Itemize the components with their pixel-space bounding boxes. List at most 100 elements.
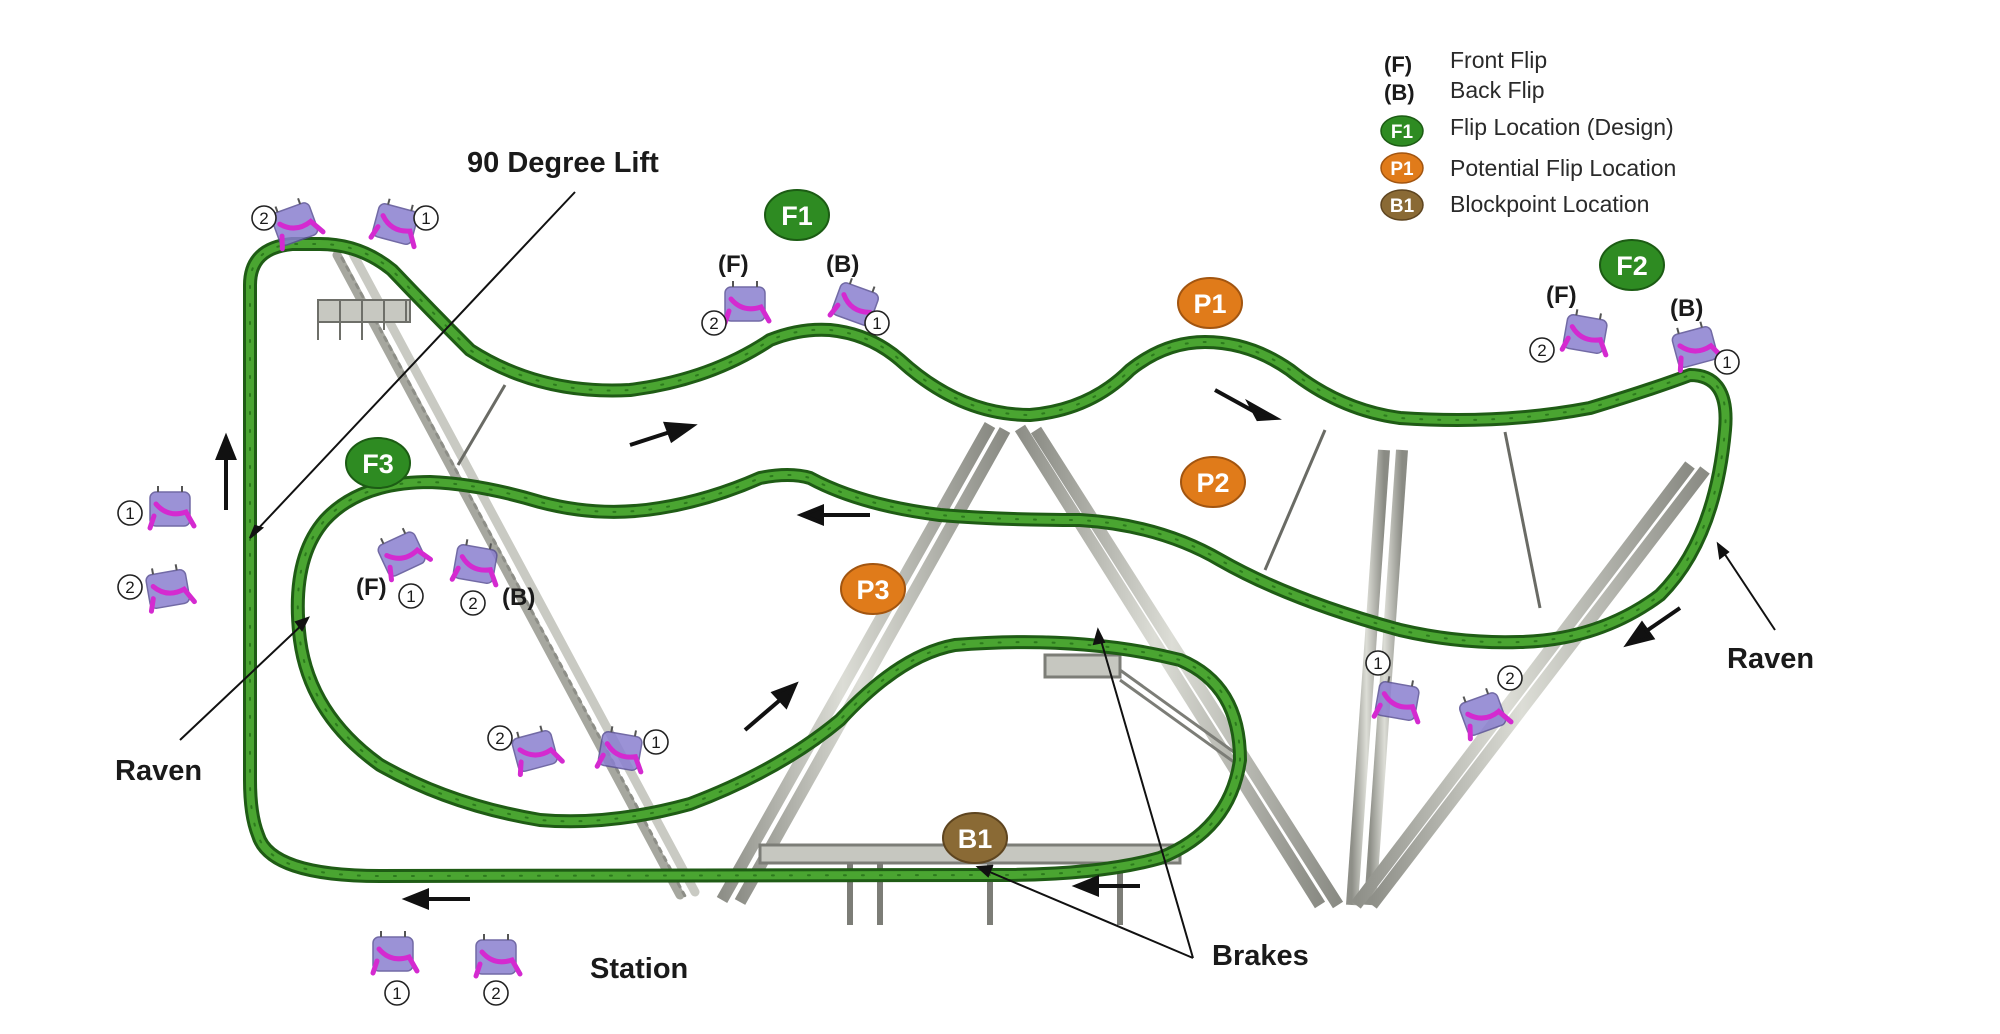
ride-car-icon xyxy=(270,198,326,252)
coaster-track xyxy=(243,237,1733,883)
car-number-text: 2 xyxy=(1505,669,1514,688)
support-cables xyxy=(456,384,1542,609)
car-number-text: 1 xyxy=(872,314,881,333)
car-number-text: 2 xyxy=(709,314,718,333)
car-number-text: 2 xyxy=(1537,341,1546,360)
raven-right-label: Raven xyxy=(1727,643,1814,675)
marker-f2: F2 xyxy=(1599,239,1665,291)
svg-text:F1: F1 xyxy=(781,201,813,231)
car-number-badge: 2 xyxy=(483,980,509,1006)
svg-text:F3: F3 xyxy=(362,449,394,479)
car-number-markers: 2 1 2 1 2 1 1 2 1 2 2 1 1 2 1 2 xyxy=(117,205,1740,1006)
car-number-text: 1 xyxy=(1373,654,1382,673)
flip-tag-f3-front: (F) xyxy=(356,574,387,601)
lift-hill-supports xyxy=(332,247,700,900)
raven-left-label: Raven xyxy=(115,755,202,787)
car-number-text: 1 xyxy=(651,733,660,752)
arrow-downright-icon xyxy=(1214,388,1282,422)
car-number-text: 2 xyxy=(259,209,268,228)
ride-car-icon xyxy=(1671,321,1725,374)
marker-f3: F3 xyxy=(345,437,411,489)
ride-car-icon xyxy=(722,281,772,326)
car-number-badge: 2 xyxy=(1497,665,1523,691)
arrow-left-station-icon xyxy=(401,888,470,910)
flip-tag-f2-front: (F) xyxy=(1546,282,1577,309)
ride-car-icon xyxy=(473,934,523,979)
ride-car-icon xyxy=(370,931,420,976)
car-number-text: 1 xyxy=(125,504,134,523)
legend-key-back: (B) xyxy=(1384,80,1415,105)
legend-key-front: (F) xyxy=(1384,52,1412,77)
marker-b1: B1 xyxy=(942,812,1008,864)
ride-car-icon xyxy=(1371,676,1421,725)
car-number-text: 2 xyxy=(468,594,477,613)
brakes-callout-2 xyxy=(984,869,1194,959)
marker-p1: P1 xyxy=(1177,277,1243,329)
ride-car-icon xyxy=(594,726,644,775)
flip-tag-f1-back: (B) xyxy=(826,251,859,278)
car-number-text: 1 xyxy=(392,984,401,1003)
ride-car-icon xyxy=(368,198,419,250)
car-number-text: 2 xyxy=(495,729,504,748)
flip-tag-f1-front: (F) xyxy=(718,251,749,278)
flip-tag-f3-back: (B) xyxy=(502,584,535,611)
car-number-badge: 1 xyxy=(643,729,669,755)
svg-text:P1: P1 xyxy=(1193,289,1226,319)
car-number-badge: 2 xyxy=(251,205,277,231)
arrow-right-icon xyxy=(629,421,698,447)
lift-platform xyxy=(317,299,411,340)
marker-p2: P2 xyxy=(1180,456,1246,508)
legend-text-front: Front Flip xyxy=(1450,47,1547,73)
flip-tag-f2-back: (B) xyxy=(1670,295,1703,322)
car-number-text: 2 xyxy=(125,578,134,597)
svg-text:P2: P2 xyxy=(1196,468,1229,498)
svg-text:P3: P3 xyxy=(856,575,889,605)
ride-car-icon xyxy=(145,564,197,614)
marker-f1: F1 xyxy=(764,189,830,241)
svg-text:B1: B1 xyxy=(958,824,993,854)
car-number-text: 2 xyxy=(491,984,500,1003)
car-number-badge: 1 xyxy=(1365,650,1391,676)
raven-left-callout xyxy=(179,621,306,741)
arrow-up-icon xyxy=(215,432,237,510)
ride-car-icon xyxy=(147,486,197,531)
ride-cars xyxy=(145,198,1725,979)
car-number-badge: 1 xyxy=(1714,349,1740,375)
legend-key-b1: B1 xyxy=(1390,196,1415,217)
car-number-text: 1 xyxy=(406,587,415,606)
station-label: Station xyxy=(590,953,688,985)
callout-lines xyxy=(179,191,1776,959)
legend-text-back: Back Flip xyxy=(1450,77,1545,103)
legend-text-potential: Potential Flip Location xyxy=(1450,155,1676,181)
arrow-left-brakes-icon xyxy=(1071,875,1140,897)
car-number-text: 1 xyxy=(421,209,430,228)
marker-p3: P3 xyxy=(840,563,906,615)
car-number-badge: 1 xyxy=(413,205,439,231)
brakes-label: Brakes xyxy=(1212,940,1309,972)
car-number-badge: 2 xyxy=(1529,337,1555,363)
arrow-downleft-icon xyxy=(1623,606,1682,648)
location-markers: F1 F2 F3 P1 P2 P3 B1 xyxy=(345,189,1665,864)
car-number-badge: 2 xyxy=(701,310,727,336)
lift-callout xyxy=(254,191,576,533)
car-number-badge: 1 xyxy=(384,980,410,1006)
car-number-badge: 1 xyxy=(864,310,890,336)
car-number-badge: 2 xyxy=(117,574,143,600)
car-number-text: 1 xyxy=(1722,353,1731,372)
direction-arrows xyxy=(215,388,1682,910)
legend-key-p1: P1 xyxy=(1390,159,1414,180)
svg-text:F2: F2 xyxy=(1616,251,1648,281)
arrow-upright-icon xyxy=(743,681,799,732)
car-number-badge: 1 xyxy=(398,583,424,609)
legend-text-design: Flip Location (Design) xyxy=(1450,114,1674,140)
ride-car-icon xyxy=(1458,688,1514,742)
car-number-badge: 2 xyxy=(487,725,513,751)
ride-car-icon xyxy=(377,527,434,583)
ride-car-icon xyxy=(511,725,565,778)
car-number-badge: 2 xyxy=(460,590,486,616)
legend: (F) Front Flip (B) Back Flip F1 Flip Loc… xyxy=(1380,47,1676,221)
ride-car-icon xyxy=(1559,309,1609,358)
brakes-callout-1 xyxy=(1099,636,1194,959)
arrow-left-icon xyxy=(796,504,870,526)
